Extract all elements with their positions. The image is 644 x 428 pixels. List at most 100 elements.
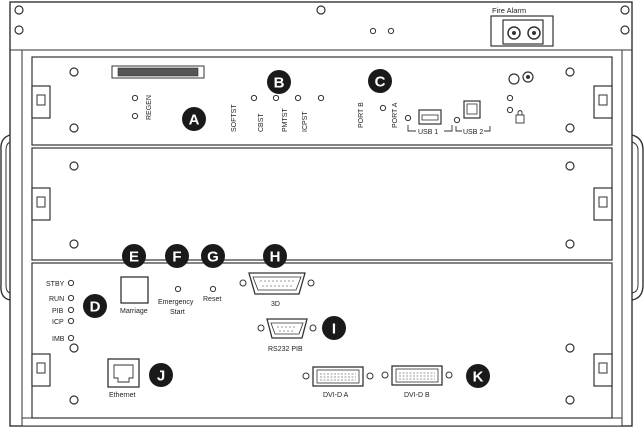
dvi-d-b-connector[interactable] bbox=[381, 365, 453, 386]
svg-text:F: F bbox=[172, 249, 181, 266]
rs232-label: RS232 PIB bbox=[268, 346, 303, 353]
pib-label: PIB bbox=[52, 308, 64, 315]
ground-post bbox=[508, 73, 520, 85]
module-screw[interactable] bbox=[565, 239, 575, 249]
usb-2-label: USB 2 bbox=[463, 129, 483, 136]
3d-label: 3D bbox=[271, 301, 280, 308]
callout-f: F bbox=[165, 244, 189, 268]
svg-text:B: B bbox=[274, 75, 285, 92]
ejector-latch[interactable] bbox=[593, 85, 613, 119]
module-screw[interactable] bbox=[69, 239, 79, 249]
module-screw[interactable] bbox=[69, 67, 79, 77]
usb-led bbox=[453, 116, 461, 124]
imb-label: IMB bbox=[52, 336, 65, 343]
emergency-label: Emergency bbox=[158, 299, 194, 306]
top-hole bbox=[387, 27, 395, 35]
misc-led bbox=[506, 106, 514, 114]
svg-text:K: K bbox=[473, 369, 484, 386]
callout-d: D bbox=[83, 294, 107, 318]
reset-label: Reset bbox=[203, 296, 221, 303]
usb-1-label: USB 1 bbox=[418, 129, 438, 136]
run-led bbox=[67, 294, 75, 302]
callout-e: E bbox=[122, 244, 146, 268]
module-screw[interactable] bbox=[565, 161, 575, 171]
callout-g: G bbox=[201, 244, 225, 268]
ejector-latch[interactable] bbox=[593, 187, 613, 221]
ejector-latch[interactable] bbox=[593, 353, 613, 387]
usb-2-port[interactable] bbox=[463, 100, 481, 119]
port-a-label: PORT A bbox=[392, 102, 399, 128]
callout-k: K bbox=[466, 364, 490, 388]
module-2 bbox=[31, 147, 613, 261]
cbst-label: CBST bbox=[258, 113, 265, 132]
fire-alarm-label: Fire Alarm bbox=[492, 6, 526, 15]
module-screw[interactable] bbox=[69, 161, 79, 171]
ejector-latch[interactable] bbox=[31, 187, 51, 221]
pmtst-label: PMTST bbox=[282, 108, 289, 132]
module-screw[interactable] bbox=[69, 343, 79, 353]
left-handle[interactable] bbox=[0, 134, 11, 301]
right-handle[interactable] bbox=[631, 134, 644, 301]
marriage-label: Marriage bbox=[120, 308, 148, 315]
pmtst-led bbox=[294, 94, 302, 102]
svg-text:G: G bbox=[207, 249, 219, 266]
top-slot-bracket bbox=[111, 65, 205, 79]
usb-1-port[interactable] bbox=[418, 109, 442, 125]
icp-label: ICP bbox=[52, 319, 64, 326]
ethernet-port[interactable] bbox=[107, 358, 140, 388]
callout-i: I bbox=[322, 316, 346, 340]
regen-led bbox=[131, 94, 139, 102]
ejector-latch[interactable] bbox=[31, 353, 51, 387]
regen-led bbox=[131, 112, 139, 120]
svg-text:J: J bbox=[157, 368, 165, 385]
svg-text:I: I bbox=[332, 321, 336, 338]
ejector-latch[interactable] bbox=[31, 85, 51, 119]
module-screw[interactable] bbox=[565, 67, 575, 77]
emergency-start-button[interactable] bbox=[174, 285, 182, 293]
run-label: RUN bbox=[49, 296, 64, 303]
module-screw[interactable] bbox=[69, 123, 79, 133]
chassis-screw bbox=[14, 25, 24, 35]
chassis-screw bbox=[620, 5, 630, 15]
callout-j: J bbox=[149, 363, 173, 387]
dvi-d-a-label: DVI-D A bbox=[323, 392, 349, 399]
cbst-led bbox=[272, 94, 280, 102]
svg-text:E: E bbox=[129, 249, 139, 266]
dvi-d-a-connector[interactable] bbox=[302, 366, 374, 387]
3d-connector[interactable] bbox=[239, 272, 315, 295]
module-screw[interactable] bbox=[565, 395, 575, 405]
svg-text:C: C bbox=[375, 74, 386, 91]
svg-text:D: D bbox=[90, 299, 101, 316]
port-b-led bbox=[379, 104, 387, 112]
port-b-label: PORT B bbox=[358, 102, 365, 128]
module-screw[interactable] bbox=[69, 395, 79, 405]
softst-label: SOFTST bbox=[231, 104, 238, 132]
svg-text:A: A bbox=[189, 112, 200, 129]
lock-icon bbox=[515, 110, 525, 124]
imb-led bbox=[67, 334, 75, 342]
callout-a: A bbox=[182, 107, 206, 131]
icpst-label: ICPST bbox=[302, 111, 309, 132]
reset-button[interactable] bbox=[209, 285, 217, 293]
stby-led bbox=[67, 279, 75, 287]
softst-led bbox=[250, 94, 258, 102]
regen-label: REGEN bbox=[146, 95, 153, 120]
ethernet-label: Ethernet bbox=[109, 392, 136, 399]
stby-label: STBY bbox=[46, 281, 65, 288]
pib-led bbox=[67, 306, 75, 314]
port-a-led bbox=[404, 114, 412, 122]
misc-led bbox=[506, 94, 514, 102]
rs232-pib-connector[interactable] bbox=[257, 318, 317, 339]
callout-h: H bbox=[263, 244, 287, 268]
marriage-button[interactable] bbox=[120, 276, 149, 304]
module-screw[interactable] bbox=[565, 343, 575, 353]
module-screw[interactable] bbox=[565, 123, 575, 133]
svg-text:H: H bbox=[270, 249, 281, 266]
callout-c: C bbox=[368, 69, 392, 93]
icp-led bbox=[67, 317, 75, 325]
dvi-d-b-label: DVI-D B bbox=[404, 392, 430, 399]
fire-alarm-connector[interactable] bbox=[490, 15, 554, 47]
top-hole bbox=[369, 27, 377, 35]
